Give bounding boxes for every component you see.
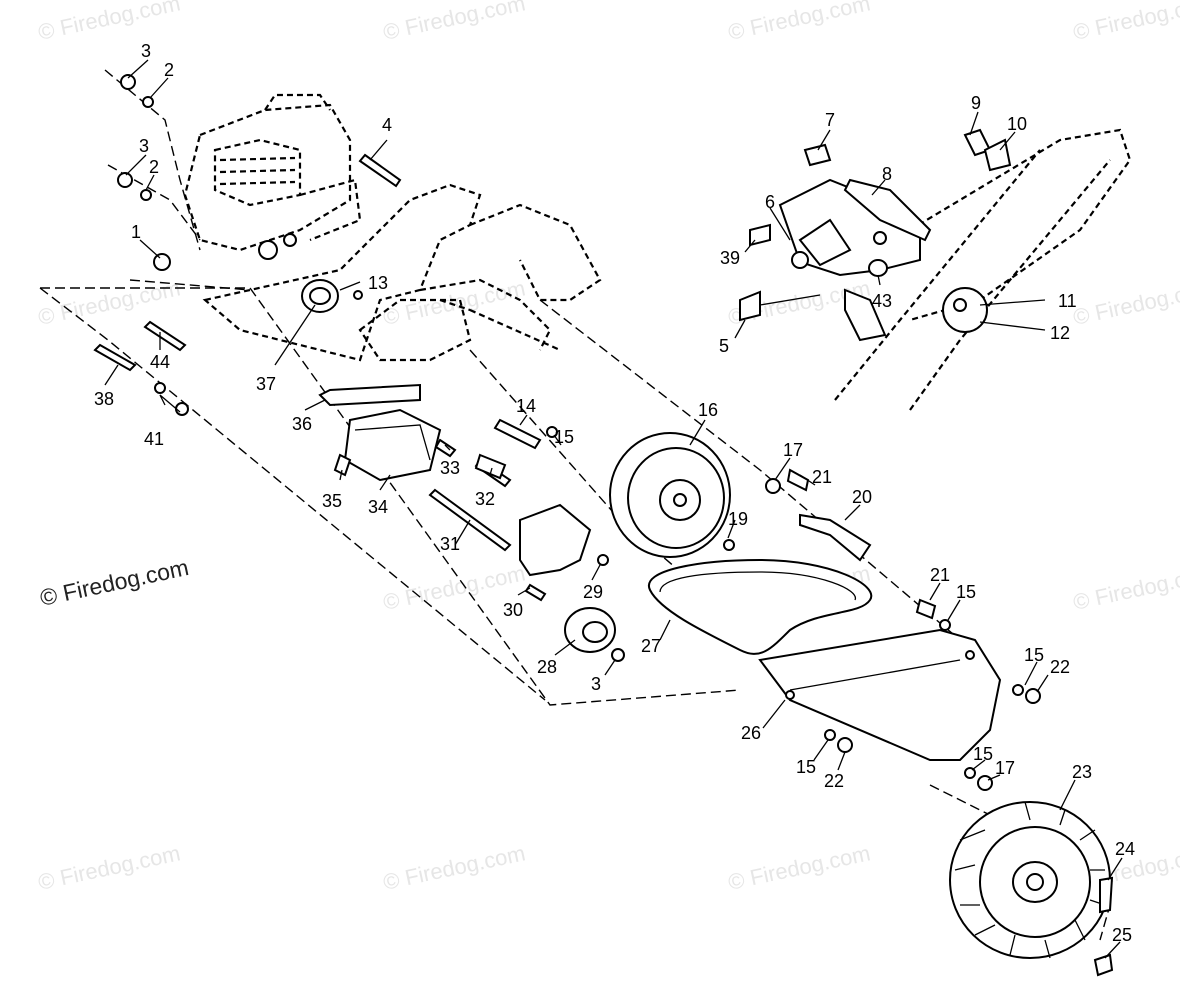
callout-label: 3 bbox=[141, 41, 151, 61]
callout-label: 22 bbox=[1050, 657, 1070, 677]
callout-label: 19 bbox=[728, 509, 748, 529]
callout-label: 4 bbox=[382, 115, 392, 135]
callout-label: 20 bbox=[852, 487, 872, 507]
callout-label: 14 bbox=[516, 396, 536, 416]
engine-shaft-icon bbox=[258, 240, 278, 260]
callout-label: 22 bbox=[824, 771, 844, 791]
callout-label: 13 bbox=[368, 273, 388, 293]
callout-label: 12 bbox=[1050, 323, 1070, 343]
callout-label: 23 bbox=[1072, 762, 1092, 782]
callout-label: 2 bbox=[164, 60, 174, 80]
watermark: © Firedog.com bbox=[1071, 560, 1180, 615]
callout-label: 36 bbox=[292, 414, 312, 434]
belt-cover bbox=[758, 628, 1002, 761]
callout-label: 17 bbox=[783, 440, 803, 460]
callout-label: 15 bbox=[1024, 645, 1044, 665]
idler-bracket bbox=[519, 503, 616, 653]
callout-label: 26 bbox=[741, 723, 761, 743]
engine-assembly bbox=[183, 93, 362, 260]
engine-pulley bbox=[301, 279, 339, 313]
watermark-strong: © Firedog.com bbox=[38, 554, 191, 611]
callout-label: 6 bbox=[765, 192, 775, 212]
callout-label: 29 bbox=[583, 582, 603, 602]
callout-label: 3 bbox=[591, 674, 601, 694]
callout-label: 33 bbox=[440, 458, 460, 478]
callout-label: 15 bbox=[796, 757, 816, 777]
bracket-20 bbox=[799, 513, 872, 562]
callout-label: 43 bbox=[872, 291, 892, 311]
callout-label: 25 bbox=[1112, 925, 1132, 945]
callout-label: 10 bbox=[1007, 114, 1027, 134]
callout-label: 30 bbox=[503, 600, 523, 620]
callout-label: 21 bbox=[930, 565, 950, 585]
watermark: © Firedog.com bbox=[726, 840, 873, 895]
callout-label: 17 bbox=[995, 758, 1015, 778]
callout-label: 7 bbox=[825, 110, 835, 130]
watermark: © Firedog.com bbox=[36, 0, 183, 45]
watermark: © Firedog.com bbox=[381, 0, 528, 45]
callout-label: 5 bbox=[719, 336, 729, 356]
callout-label: 15 bbox=[973, 744, 993, 764]
drive-belt bbox=[647, 558, 873, 655]
linkage-detail bbox=[739, 128, 1132, 411]
assembly-lines bbox=[39, 69, 1111, 941]
callout-label: 1 bbox=[131, 222, 141, 242]
callout-label: 3 bbox=[139, 136, 149, 156]
frame-assembly bbox=[202, 183, 602, 362]
callout-label: 28 bbox=[537, 657, 557, 677]
callout-label: 34 bbox=[368, 497, 388, 517]
callout-label: 11 bbox=[1058, 291, 1077, 311]
callout-label: 2 bbox=[149, 157, 159, 177]
callout-label: 37 bbox=[256, 374, 276, 394]
watermark: © Firedog.com bbox=[726, 0, 873, 45]
leader-lines bbox=[104, 59, 1123, 959]
callout-label: 31 bbox=[440, 534, 460, 554]
callout-label: 44 bbox=[150, 352, 170, 372]
watermark: © Firedog.com bbox=[381, 840, 528, 895]
large-pulley bbox=[609, 432, 731, 558]
callout-label: 24 bbox=[1115, 839, 1135, 859]
callout-label: 9 bbox=[971, 93, 981, 113]
callout-label: 32 bbox=[475, 489, 495, 509]
callout-label: 15 bbox=[554, 427, 574, 447]
callout-label: 8 bbox=[882, 164, 892, 184]
callout-label: 41 bbox=[144, 429, 164, 449]
callout-label: 15 bbox=[956, 582, 976, 602]
callout-label: 38 bbox=[94, 389, 114, 409]
callout-label: 16 bbox=[698, 400, 718, 420]
callout-label: 27 bbox=[641, 636, 661, 656]
watermark: © Firedog.com bbox=[1071, 0, 1180, 45]
callout-label: 35 bbox=[322, 491, 342, 511]
callout-labels: 3 2 3 2 1 4 13 44 37 38 41 36 33 32 35 3… bbox=[94, 41, 1135, 945]
wheel-assembly bbox=[949, 801, 1111, 959]
callout-label: 21 bbox=[812, 467, 832, 487]
callout-label: 39 bbox=[720, 248, 740, 268]
watermark: © Firedog.com bbox=[36, 275, 183, 330]
watermark: © Firedog.com bbox=[36, 840, 183, 895]
watermark: © Firedog.com bbox=[1071, 275, 1180, 330]
